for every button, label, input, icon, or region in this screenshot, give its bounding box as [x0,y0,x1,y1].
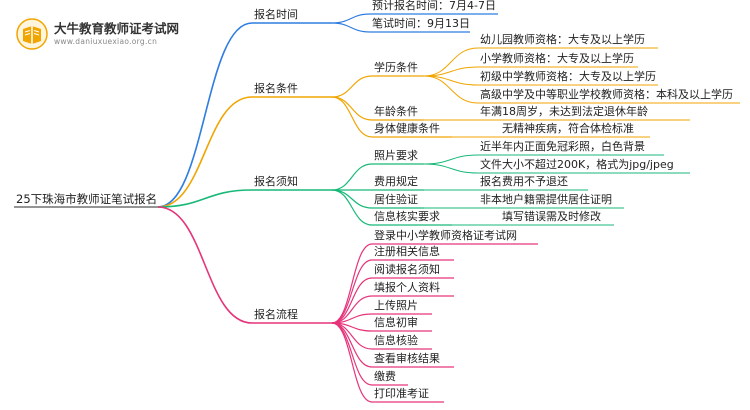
branch-4-item-4: 填报个人资料 [374,281,440,294]
branch-3-item-2-detail-1: 报名费用不予退还 [480,175,568,188]
branch-connector [423,163,479,174]
branch-3-item-3-detail-1: 非本地户籍需提供居住证明 [480,193,612,206]
branch-2-item-3-detail-1: 无精神疾病，符合体检标准 [502,122,634,135]
branch-4-item-7: 信息核验 [374,334,418,347]
branch-2-item-1: 学历条件 [374,61,418,74]
logo-url: www.daniuxuexiao.org.cn [54,37,158,46]
branch-4-item-10: 打印准考证 [374,387,429,400]
branch-2-item-2: 年龄条件 [374,105,418,118]
branch-3-item-1: 照片要求 [374,149,418,162]
branch-4-item-2: 注册相关信息 [374,245,440,258]
branch-3-item-1-detail-2: 文件大小不超过200K，格式为jpg/jpeg [480,158,674,171]
branch-3-item-4: 信息核实要求 [374,210,440,223]
branch-4-item-8: 查看审核结果 [374,352,440,365]
branch-connector [423,154,479,165]
branch-connector [157,189,253,208]
branch-2-item-1-detail-3: 初级中学教师资格：大专及以上学历 [480,70,656,83]
branch-connector [157,96,253,208]
branch-4: 报名流程 [254,308,298,321]
book-icon [16,18,48,50]
root-node: 25下珠海市教师证笔试报名 [16,192,158,206]
branch-connector [157,206,253,324]
branch-connector [331,163,373,191]
branch-connector [331,259,373,324]
branch-2-item-1-detail-1: 幼儿园教师资格：大专及以上学历 [480,33,645,46]
branch-connector [331,243,373,324]
branch-4-item-3: 阅读报名须知 [374,263,440,276]
branch-2-item-3: 身体健康条件 [374,122,440,135]
branch-1: 报名时间 [254,8,298,21]
branch-connector [157,22,253,208]
branch-connector [331,75,373,98]
branch-4-item-5: 上传照片 [374,299,418,312]
site-logo: 大牛教育教师证考试网 www.daniuxuexiao.org.cn [16,14,186,54]
branch-3-item-2: 费用规定 [374,175,418,188]
branch-connector [331,22,371,33]
branch-3-item-4-detail-1: 填写错误需及时修改 [502,210,601,223]
branch-connector [331,189,373,209]
branch-2-item-1-detail-2: 小学教师资格：大专及以上学历 [480,52,634,65]
branch-2-item-1-detail-4: 高级中学及中等职业学校教师资格：本科及以上学历 [480,88,733,101]
logo-title: 大牛教育教师证考试网 [54,21,180,36]
branch-connector [331,13,371,24]
branch-4-item-6: 信息初审 [374,316,418,329]
branch-3: 报名须知 [254,175,298,188]
branch-1-item-1: 预计报名时间：7月4-7日 [372,0,496,12]
branch-connector [331,322,373,386]
branch-2: 报名条件 [254,82,298,95]
branch-3-item-1-detail-1: 近半年内正面免冠彩照，白色背景 [480,140,645,153]
branch-4-item-9: 缴费 [374,370,396,383]
branch-4-item-1: 登录中小学教师资格证考试网 [374,229,517,242]
branch-connector [331,189,373,226]
branch-connector [331,96,373,138]
branch-2-item-2-detail-1: 年满18周岁，未达到法定退休年龄 [480,105,648,118]
branch-connector [331,322,373,403]
branch-1-item-2: 笔试时间：9月13日 [372,17,470,30]
branch-connector [423,75,479,104]
branch-3-item-3: 居住验证 [374,193,418,206]
